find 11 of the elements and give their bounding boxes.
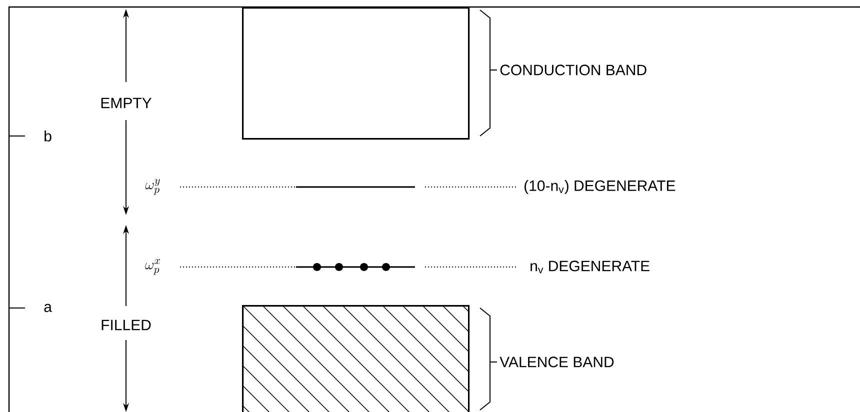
text-label: n$_{v}$ DEGENERATE <box>528 260 652 274</box>
text-label: FILLED <box>100 318 152 332</box>
text-label: b <box>42 129 53 142</box>
text-label: a <box>42 302 53 314</box>
text-label: (10-n$_{v}$) DEGENERATE <box>522 179 677 195</box>
energy-symbol: $\omega_p^x$ <box>144 258 162 276</box>
energy-symbol: $\omega_p^y$ <box>144 178 162 196</box>
band-box <box>242 7 470 140</box>
text-label: EMPTY <box>99 96 153 110</box>
band-label: CONDUCTION BAND <box>500 64 646 76</box>
band-label: VALENCE BAND <box>500 356 614 368</box>
